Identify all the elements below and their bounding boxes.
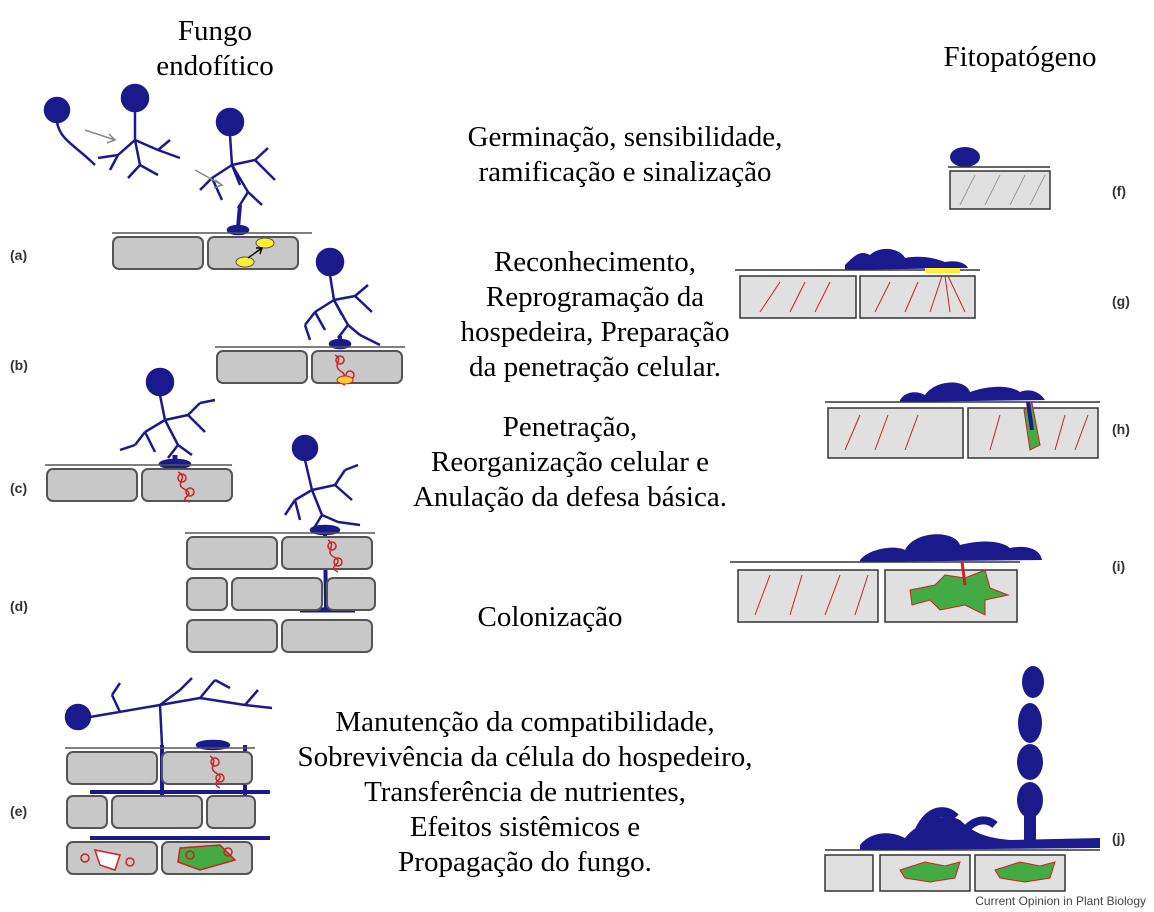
- credit: Current Opinion in Plant Biology: [975, 894, 1146, 908]
- panel-j: [860, 666, 1100, 850]
- right-header: Fitopatógeno: [943, 41, 1097, 73]
- label-d: (d): [10, 598, 28, 614]
- stage-1-text: Germinação, sensibilidade, ramificação e…: [467, 121, 783, 188]
- panel-b: [303, 247, 381, 350]
- panel-f: [948, 147, 1051, 210]
- arrows-a: [84, 129, 224, 189]
- panel-h: [825, 382, 1100, 459]
- label-j: (j): [1112, 830, 1126, 846]
- label-a: (a): [10, 247, 28, 263]
- label-b: (b): [10, 357, 28, 373]
- label-f: (f): [1112, 183, 1126, 199]
- label-i: (i): [1112, 558, 1126, 574]
- left-header: Fungo endofítico: [156, 15, 274, 82]
- stage-5-text: Manutenção da compatibilidade, Sobrevivê…: [297, 706, 753, 878]
- label-c: (c): [10, 480, 28, 496]
- panel-i: [730, 534, 1042, 623]
- stage-4-text: Colonização: [477, 601, 623, 633]
- stage-2-text: Reconhecimento, Reprogramação da hospede…: [460, 246, 730, 383]
- panel-a: [43, 83, 276, 236]
- label-g: (g): [1112, 293, 1130, 309]
- label-e: (e): [10, 803, 28, 819]
- label-h: (h): [1112, 421, 1130, 437]
- panel-g: [735, 248, 980, 319]
- stage-3-text: Penetração, Reorganização celular e Anul…: [412, 411, 727, 513]
